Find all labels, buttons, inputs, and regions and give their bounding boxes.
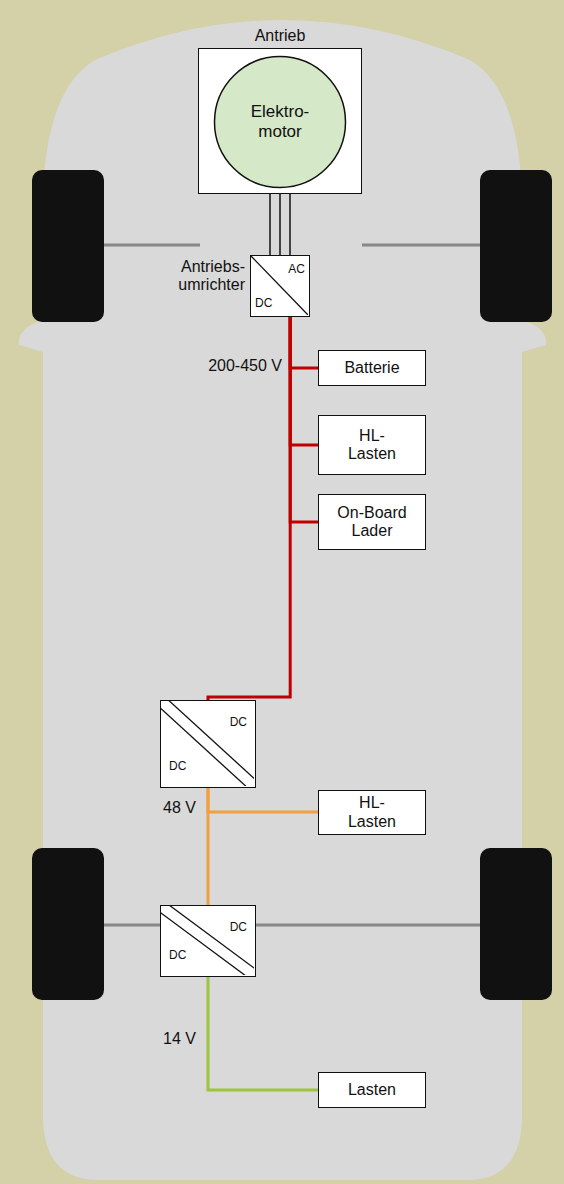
converter-diagonal <box>161 701 254 786</box>
box-text: Lasten <box>348 1081 396 1099</box>
wire-connector <box>290 317 318 445</box>
front-axle <box>104 244 200 247</box>
component-box: Batterie <box>318 350 426 386</box>
converter-label: Antriebs- umrichter <box>135 258 245 295</box>
wire-connector <box>290 317 318 368</box>
converter-port-label: DC <box>230 920 247 934</box>
wire-connector <box>290 317 318 522</box>
box-text: HL- Lasten <box>342 427 402 464</box>
converter-diagonal <box>161 906 254 975</box>
box-text: HL- Lasten <box>342 794 402 831</box>
box-text: On-Board Lader <box>327 504 417 541</box>
converter-port-label: DC <box>169 759 186 773</box>
wire-connector <box>208 788 318 812</box>
voltage-label: 48 V <box>163 799 196 817</box>
converter-box: DC DC <box>160 700 256 788</box>
wire-connector <box>208 788 209 905</box>
wheel <box>480 848 552 1000</box>
voltage-label: 14 V <box>163 1030 196 1048</box>
box-heading: Antrieb <box>199 27 361 45</box>
wheel <box>32 848 104 1000</box>
converter-port-label: AC <box>288 262 305 276</box>
component-box: Lasten <box>318 1072 426 1108</box>
box-text: Batterie <box>344 359 399 377</box>
component-box: HL- Lasten <box>318 790 426 835</box>
converter-box: Antriebs- umrichterACDC <box>250 255 310 317</box>
converter-port-label: DC <box>169 948 186 962</box>
car-body <box>19 20 546 1180</box>
component-box: AntriebElektro- motor <box>198 48 362 194</box>
converter-port-label: DC <box>255 296 272 310</box>
motor-circle: Elektro- motor <box>213 55 347 189</box>
wheel <box>32 170 104 322</box>
front-axle <box>362 244 480 247</box>
component-box: HL- Lasten <box>318 415 426 475</box>
converter-box: DC DC <box>160 905 256 977</box>
wire-connector <box>208 317 290 700</box>
converter-port-label: DC <box>230 715 247 729</box>
wheel <box>480 170 552 322</box>
voltage-label: 200-450 V <box>208 357 282 375</box>
box-text: Elektro- motor <box>235 102 325 143</box>
wire-connector <box>208 977 318 1090</box>
wire-connector <box>270 189 290 255</box>
component-box: On-Board Lader <box>318 494 426 550</box>
